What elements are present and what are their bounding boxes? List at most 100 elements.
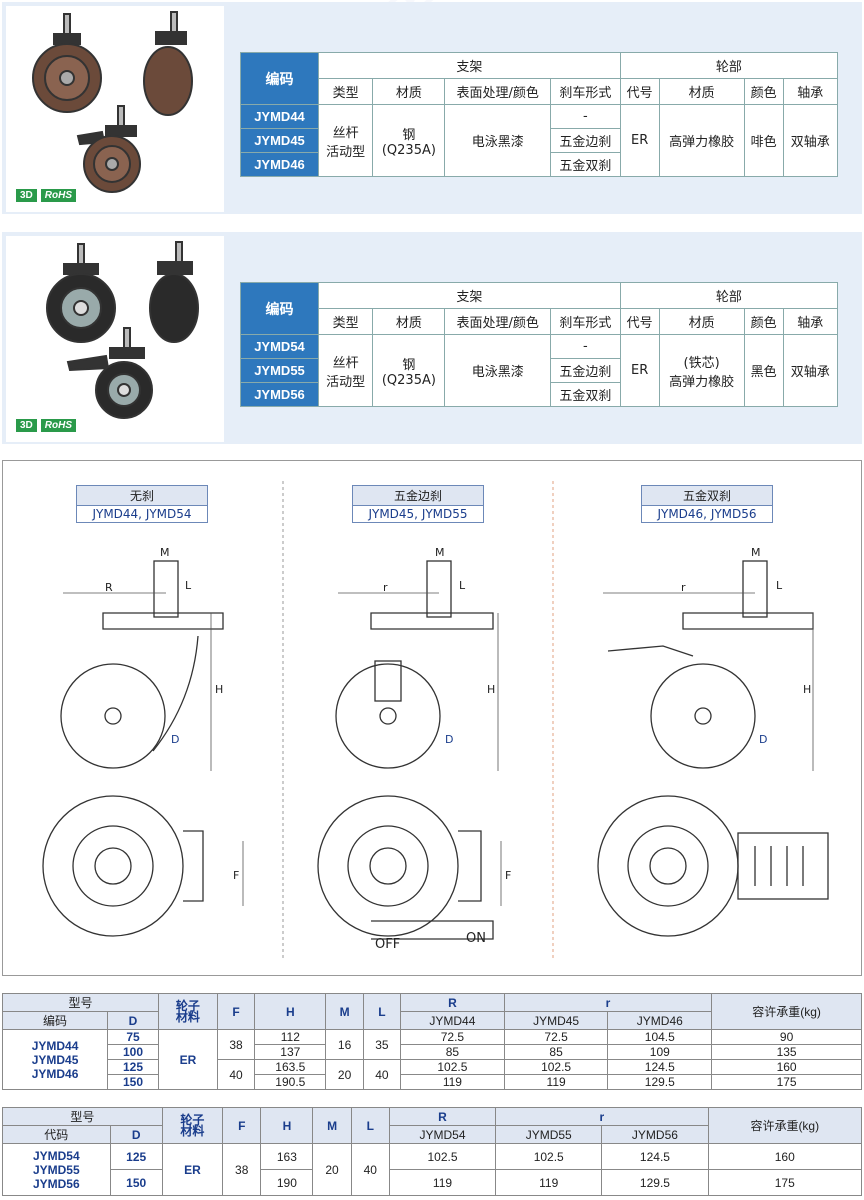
brake-cell: 五金边刹 <box>549 128 621 153</box>
cell-d: 125 <box>107 1059 159 1075</box>
cell-r2: 104.5 <box>607 1029 713 1045</box>
sub-type: 类型 <box>317 78 374 105</box>
bracket-header: 支架 <box>318 282 621 309</box>
cell-load: 175 <box>711 1074 862 1090</box>
code-header: 编码 <box>240 52 319 105</box>
code-header: 编码 <box>240 282 319 335</box>
brake-cell: 五金双刹 <box>549 152 621 177</box>
badge-rohs: RoHS <box>40 419 77 432</box>
th-model: 型号 <box>2 993 159 1012</box>
bracket-header: 支架 <box>318 52 621 79</box>
wheel-material-cell: 高弹力橡胶 <box>658 104 745 177</box>
cell-d: 150 <box>107 1074 159 1090</box>
th-f: F <box>216 993 256 1030</box>
cell-r2: 124.5 <box>607 1059 713 1075</box>
dim-d: D <box>171 733 180 746</box>
type-cell: 丝杆 活动型 <box>317 334 374 407</box>
material-cell: 钢 (Q235A) <box>372 104 446 177</box>
th-code: 代码 <box>2 1125 111 1144</box>
cell-h: 163.5 <box>254 1059 327 1075</box>
code-cell: JYMD46 <box>240 152 319 177</box>
dim-h: H <box>487 683 496 696</box>
th-f: F <box>222 1107 262 1144</box>
dim-m: M <box>160 546 170 559</box>
code-cell: JYMD44 <box>240 104 319 129</box>
dim-d: D <box>445 733 454 746</box>
bearing-cell: 双轴承 <box>782 334 839 407</box>
code-cell: JYMD54 <box>240 334 319 359</box>
dim-m: M <box>435 546 445 559</box>
spec-table-2: 编码 支架 轮部 类型 材质 表面处理/颜色 刹车形式 代号 材质 颜色 轴承 … <box>240 282 839 407</box>
dim-h: H <box>803 683 812 696</box>
switch-off-label: OFF <box>375 937 401 952</box>
sub-wheel-material: 材质 <box>658 308 745 335</box>
brake-cell: - <box>549 334 621 359</box>
dim-m: M <box>751 546 761 559</box>
th-R: R <box>388 1107 497 1126</box>
bearing-cell: 双轴承 <box>782 104 839 177</box>
cell-m: 20 <box>312 1143 352 1196</box>
dim-R: R <box>105 581 113 594</box>
cert-badges: 3D RoHS <box>16 419 77 432</box>
variant-label-doublebrake: 五金双刹 JYMD46, JYMD56 <box>641 485 773 523</box>
material-cell: 钢 (Q235A) <box>372 334 446 407</box>
th-wheel: 轮子 材料 <box>161 1107 224 1144</box>
th-r: r <box>503 993 713 1012</box>
brake-cell: 五金边刹 <box>549 358 621 383</box>
wheel-header: 轮部 <box>619 52 839 79</box>
sub-material: 材质 <box>372 78 446 105</box>
dim-l: L <box>185 579 192 592</box>
finish-cell: 电泳黑漆 <box>444 104 551 177</box>
variant-label-nobrake: 无刹 JYMD44, JYMD54 <box>76 485 208 523</box>
sub-bearing: 轴承 <box>782 78 839 105</box>
sub-brake: 刹车形式 <box>549 308 621 335</box>
drawing-lines <box>42 481 829 961</box>
cell-R: 72.5 <box>400 1029 505 1045</box>
th-h: H <box>254 993 327 1030</box>
badge-rohs: RoHS <box>40 189 77 202</box>
cell-load: 160 <box>707 1143 863 1170</box>
cell-r2: 124.5 <box>601 1143 709 1170</box>
th-load: 容许承重(kg) <box>711 993 862 1030</box>
th-h: H <box>260 1107 314 1144</box>
sub-material: 材质 <box>372 308 446 335</box>
caster-illustration <box>46 241 199 419</box>
th-R: R <box>400 993 505 1012</box>
sub-color: 颜色 <box>743 78 784 105</box>
sub-brake: 刹车形式 <box>549 78 621 105</box>
product-panel-2: 3D RoHS 编码 支架 轮部 类型 材质 表面处理/颜色 刹车形式 代号 材… <box>2 232 862 444</box>
th-sub-R: JYMD54 <box>388 1125 497 1144</box>
cell-R: 119 <box>400 1074 505 1090</box>
sub-type: 类型 <box>317 308 374 335</box>
dimension-table-2: 型号 轮子 材料 F H M L R r 容许承重(kg) 代码 D JYMD5… <box>2 1107 863 1196</box>
model-codes: JYMD44 JYMD45 JYMD46 <box>1 1029 109 1090</box>
th-sub-r2: JYMD56 <box>601 1125 709 1144</box>
wheel-material-cell: (铁芯) 高弹力橡胶 <box>658 334 745 407</box>
badge-3d: 3D <box>16 189 37 202</box>
caster-photo-brown: 3D RoHS <box>6 6 224 212</box>
cell-d: 125 <box>109 1143 163 1170</box>
cell-l: 40 <box>362 1059 402 1090</box>
cell-R: 102.5 <box>400 1059 505 1075</box>
cell-r1: 119 <box>495 1169 603 1196</box>
th-sub-r1: JYMD55 <box>495 1125 603 1144</box>
dimension-table-1: 型号 轮子 材料 F H M L R r 容许承重(kg) 编码 D JYMD4… <box>1 993 862 1090</box>
cell-R: 102.5 <box>388 1143 497 1170</box>
cell-wheel: ER <box>157 1029 218 1090</box>
cell-h: 112 <box>254 1029 327 1045</box>
cell-load: 160 <box>711 1059 862 1075</box>
product-panel-1: 3D RoHS 编码 支架 轮部 类型 材质 表面处理/颜色 刹车形式 代号 材… <box>2 2 862 214</box>
sub-color: 颜色 <box>743 308 784 335</box>
th-sub-r2: JYMD46 <box>607 1011 713 1030</box>
wheel-color-cell: 啡色 <box>743 104 784 177</box>
sub-finish: 表面处理/颜色 <box>444 308 551 335</box>
cell-r2: 129.5 <box>601 1169 709 1196</box>
cell-load: 175 <box>707 1169 863 1196</box>
cell-l: 35 <box>362 1029 402 1060</box>
finish-cell: 电泳黑漆 <box>444 334 551 407</box>
technical-drawing: 无刹 JYMD44, JYMD54 五金边刹 JYMD45, JYMD55 五金… <box>2 460 862 976</box>
cell-d: 150 <box>109 1169 163 1196</box>
cell-R: 85 <box>400 1044 505 1060</box>
cell-r1: 102.5 <box>495 1143 603 1170</box>
cell-r2: 109 <box>607 1044 713 1060</box>
